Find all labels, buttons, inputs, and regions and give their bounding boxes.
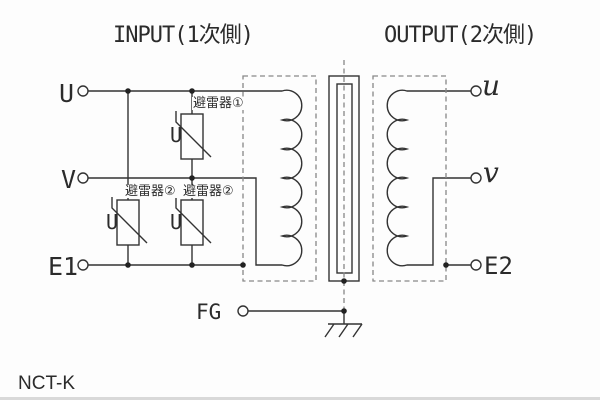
arrester2-right-diagonal — [175, 197, 212, 244]
primary-winding — [88, 89, 303, 267]
secondary-winding — [386, 89, 471, 267]
terminal-label-FG: FG — [196, 300, 222, 324]
window-bottom-edge — [0, 397, 600, 400]
varistor-mark: U — [170, 123, 183, 147]
junction-dot — [341, 278, 347, 284]
terminal-label-E1: E1 — [48, 252, 79, 281]
varistor-mark: U — [106, 210, 119, 234]
junction-dot — [125, 88, 131, 94]
model-name: NCT-K — [18, 373, 75, 394]
output-section-title: OUTPUT(2次側) — [384, 23, 537, 48]
terminal-label-u-sec: u — [482, 69, 501, 102]
arrester2-left-diagonal — [111, 197, 148, 244]
junction-dot — [341, 308, 347, 314]
junction-dot — [240, 262, 246, 268]
terminal-circle-v — [470, 172, 482, 184]
terminal-circle-E2 — [470, 259, 482, 271]
terminal-circle-E1 — [77, 259, 89, 271]
terminal-label-V: V — [61, 165, 77, 194]
secondary-shield-box — [372, 75, 447, 282]
arrester2-left-label: 避雷器② — [124, 184, 177, 199]
terminal-circle-U — [77, 85, 89, 97]
terminal-circle-u — [470, 85, 482, 97]
earth-ground-icon — [324, 323, 363, 338]
varistor-mark: U — [170, 210, 183, 234]
junction-dot — [189, 88, 195, 94]
junction-dot — [125, 262, 131, 268]
arrester2-left-body — [116, 199, 140, 246]
junction-dot — [443, 262, 449, 268]
terminal-label-v-sec: v — [483, 156, 499, 189]
arrester1-body — [180, 113, 204, 160]
terminal-label-E2: E2 — [484, 252, 513, 280]
arrester2-right-label: 避雷器② — [182, 184, 235, 199]
junction-dot — [189, 262, 195, 268]
terminal-circle-V — [77, 172, 89, 184]
input-section-title: INPUT(1次側) — [113, 23, 254, 48]
terminal-circle-FG — [237, 305, 249, 317]
arrester2-right-body — [180, 199, 204, 246]
arrester1-label: 避雷器① — [192, 96, 245, 111]
junction-dot — [189, 175, 195, 181]
primary-shield-box — [242, 75, 317, 282]
arrester1-diagonal — [175, 111, 212, 158]
terminal-label-U: U — [59, 79, 75, 108]
